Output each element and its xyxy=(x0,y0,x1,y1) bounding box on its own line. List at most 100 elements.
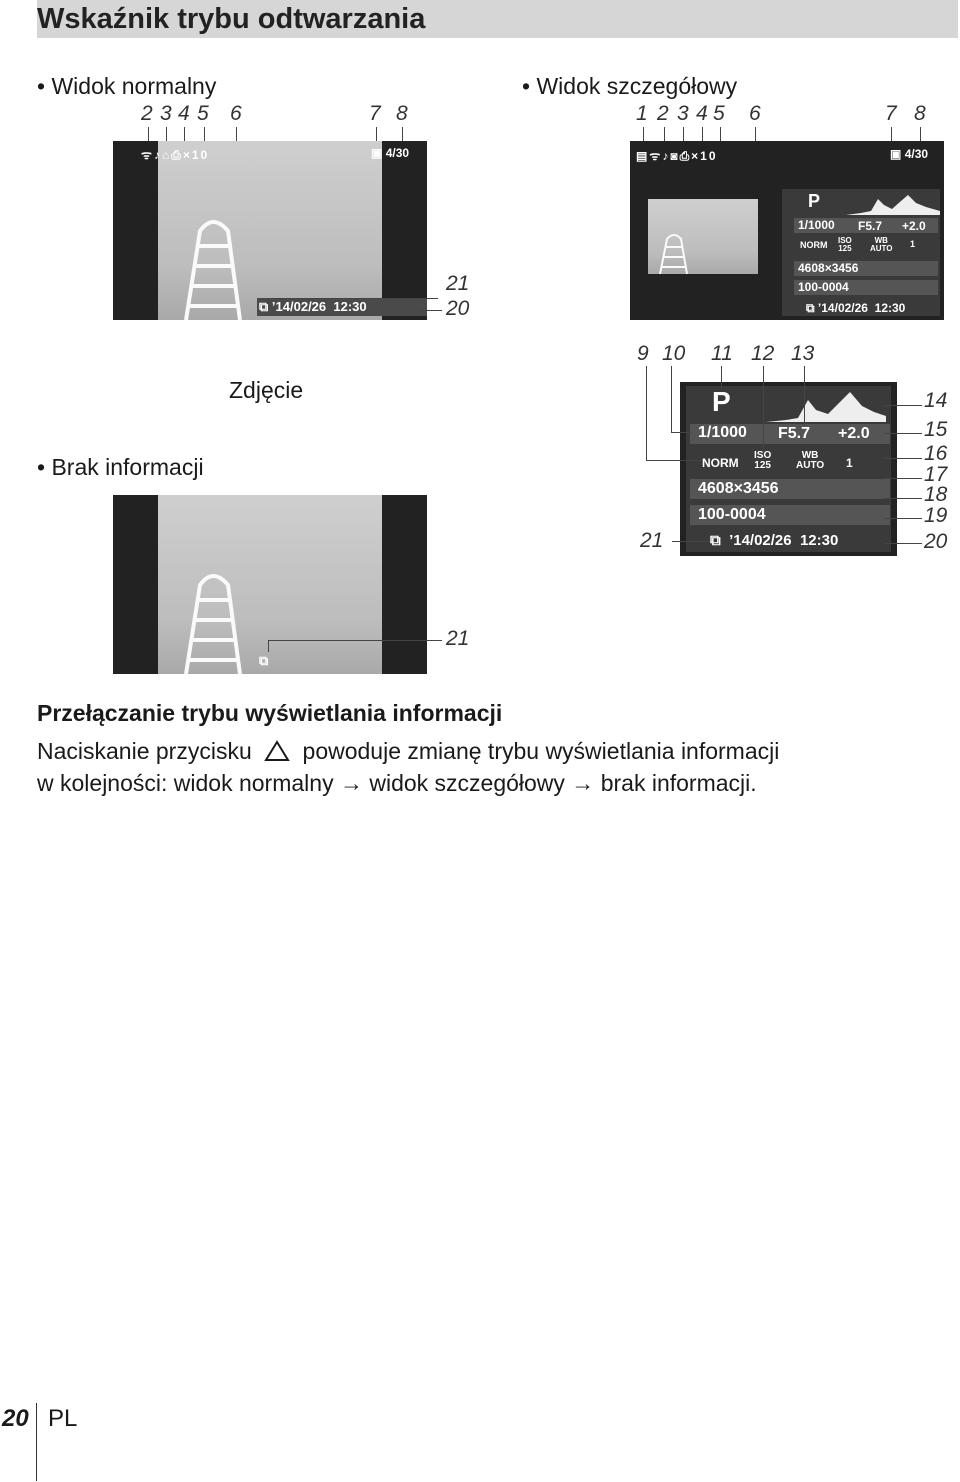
callout-20-normal: 20 xyxy=(446,297,470,320)
callout-17: 17 xyxy=(924,463,948,486)
wifi-icon: ᯤ xyxy=(649,149,663,163)
detail-date-time: ⧉ ’14/02/26 12:30 xyxy=(806,301,906,315)
detail-mode: P xyxy=(808,191,821,211)
callout-4-detail: 4 xyxy=(696,102,708,125)
protect-icon: ⧉ xyxy=(710,532,721,549)
title-bar xyxy=(37,0,958,38)
zoom-fine: 1 xyxy=(846,456,853,470)
detail-view-label: Widok szczegółowy xyxy=(536,73,738,99)
callout-6: 6 xyxy=(230,102,242,125)
zoom-file-number: 100-0004 xyxy=(698,506,766,523)
callout-7-detail: 7 xyxy=(885,102,897,125)
ladder-graphic xyxy=(184,220,242,320)
callout-7: 7 xyxy=(369,102,381,125)
no-info-screen: ⧉ xyxy=(113,495,427,674)
photo-thumbnail xyxy=(158,495,382,674)
protect-icon: ⧉ xyxy=(806,301,815,315)
bullet-no-info: • Brak informacji xyxy=(37,454,204,480)
detail-exposure: +2.0 xyxy=(902,219,926,233)
callout-3: 3 xyxy=(160,102,172,125)
bullet-normal-view: • Widok normalny xyxy=(37,73,217,99)
frame-counter: ▣ 4/30 xyxy=(371,146,409,160)
frame-count-value: 4/30 xyxy=(904,147,929,161)
callout-2: 2 xyxy=(141,102,153,125)
detail-aperture: F5.7 xyxy=(858,219,883,233)
card-icon: ▣ xyxy=(890,147,902,161)
normal-view-screen: ᯤ♪⌂⎙×10 ▣ 4/30 ⧉ ’14/02/26 12:30 xyxy=(113,141,427,320)
card-icon: ▣ xyxy=(371,146,383,160)
zoom-date-time: ⧉ ’14/02/26 12:30 xyxy=(710,532,839,549)
zoom-histogram xyxy=(766,392,886,422)
page-number: 20 xyxy=(2,1405,29,1432)
print-count: ×10 xyxy=(691,149,718,163)
zoom-mode: P xyxy=(712,386,731,417)
print-icon: ⎙ xyxy=(171,148,183,162)
ladder-graphic xyxy=(659,234,688,274)
detail-resolution: 4608×3456 xyxy=(798,261,859,275)
detail-quality: NORM xyxy=(800,240,828,250)
detail-frame-counter: ▣ 4/30 xyxy=(890,147,928,161)
callout-4: 4 xyxy=(178,102,190,125)
callout-13: 13 xyxy=(791,342,815,365)
print-count: ×10 xyxy=(182,148,210,162)
zoom-exposure: +2.0 xyxy=(838,425,870,442)
callout-1-detail: 1 xyxy=(636,102,648,125)
time-value: 12:30 xyxy=(333,299,367,314)
zoom-aperture: F5.7 xyxy=(778,425,811,442)
callout-16: 16 xyxy=(924,442,948,465)
callout-11: 11 xyxy=(711,342,733,365)
print-icon: ⎙ xyxy=(679,149,692,163)
footer-divider xyxy=(36,1403,37,1481)
normal-view-label: Widok normalny xyxy=(51,73,217,99)
callout-8-detail: 8 xyxy=(914,102,926,125)
page-title: Wskaźnik trybu odtwarzania xyxy=(37,3,426,35)
callout-21-normal: 21 xyxy=(446,272,470,295)
detail-view-screen: ▤ᯤ♪◙⎙×10 ▣ 4/30 P 1/1000 F5.7 +2.0 NORM … xyxy=(630,141,944,320)
callout-20-zoom: 20 xyxy=(924,530,948,553)
callout-21-none: 21 xyxy=(446,627,470,650)
protect-icon: ⧉ xyxy=(259,653,269,668)
zoom-resolution: 4608×3456 xyxy=(698,480,779,497)
triangle-button-icon xyxy=(264,740,290,761)
callout-2-detail: 2 xyxy=(657,102,669,125)
callout-18: 18 xyxy=(924,483,948,506)
camera-icon: ◙ xyxy=(670,149,680,163)
protect-icon: ⧉ xyxy=(259,299,269,314)
callout-19: 19 xyxy=(924,504,948,527)
no-info-label: Brak informacji xyxy=(51,454,204,480)
callout-14: 14 xyxy=(924,389,948,412)
zoom-shutter: 1/1000 xyxy=(698,424,747,441)
callout-5: 5 xyxy=(197,102,209,125)
callout-3-detail: 3 xyxy=(677,102,689,125)
zoom-quality: NORM xyxy=(702,456,739,470)
callout-15: 15 xyxy=(924,418,948,441)
detail-shutter: 1/1000 xyxy=(798,218,835,232)
status-icons-row: ᯤ♪⌂⎙×10 xyxy=(141,146,209,163)
histogram xyxy=(846,195,940,215)
wifi-icon: ᯤ xyxy=(141,148,154,162)
callout-8: 8 xyxy=(396,102,408,125)
paragraph-line-1: Naciskanie przycisku powoduje zmianę try… xyxy=(37,738,780,764)
share-icon: ⌂ xyxy=(161,148,172,162)
detail-thumbnail xyxy=(648,199,758,274)
date-time: ⧉ ’14/02/26 12:30 xyxy=(259,299,367,315)
language-code: PL xyxy=(48,1405,78,1432)
callout-6-detail: 6 xyxy=(749,102,761,125)
detail-fine: 1 xyxy=(910,239,916,249)
section-heading: Przełączanie trybu wyświetlania informac… xyxy=(37,700,503,726)
detail-status-icons: ▤ᯤ♪◙⎙×10 xyxy=(636,147,718,164)
info-icon: ▤ xyxy=(636,149,650,163)
sound-icon: ♪ xyxy=(153,148,162,162)
paragraph-line-2: w kolejności: widok normalny → widok szc… xyxy=(37,770,757,796)
callout-5-detail: 5 xyxy=(713,102,725,125)
photo-caption: Zdjęcie xyxy=(229,377,304,403)
date-value: ’14/02/26 xyxy=(271,299,327,314)
callout-10: 10 xyxy=(662,342,686,365)
ladder-graphic xyxy=(184,574,242,674)
bullet-detail-view: • Widok szczegółowy xyxy=(522,73,738,99)
